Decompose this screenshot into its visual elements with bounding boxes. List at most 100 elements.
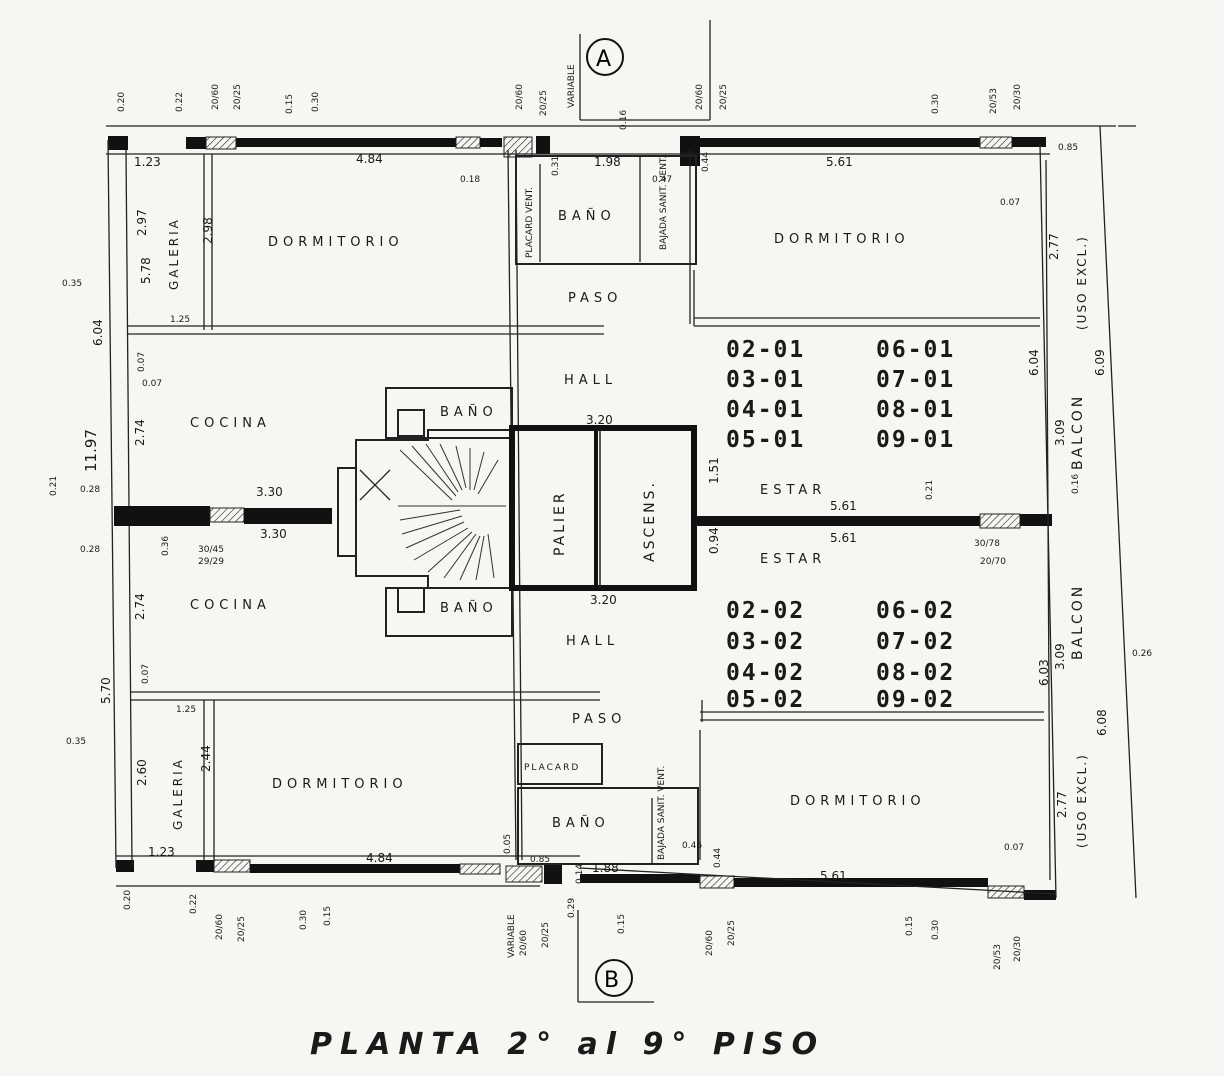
dim-label: 0.21 <box>49 476 59 496</box>
dim-label: 5.61 <box>830 499 857 513</box>
label-bajada-top: BAJADA SANIT. VENT. <box>659 156 669 250</box>
dim-label: 0.15 <box>617 914 627 934</box>
dim-label: 0.07 <box>1000 198 1020 208</box>
opening-label: 20/25 <box>539 90 549 116</box>
room-labels: DORMITORIO DORMITORIO DORMITORIO DORMITO… <box>167 64 1089 958</box>
dim-label: 0.15 <box>285 94 295 114</box>
dim-label: 1.23 <box>134 155 161 169</box>
unit-number: 06-02 <box>876 598 955 624</box>
dim-label: 0.35 <box>66 737 86 747</box>
unit-number: 07-01 <box>876 367 955 393</box>
interior-walls <box>128 149 1051 881</box>
dim-label: 0.22 <box>189 894 199 914</box>
unit-number: 05-01 <box>726 427 805 453</box>
dim-label: 6.03 <box>1037 659 1051 686</box>
label-paso-top: PASO <box>568 291 622 306</box>
dim-label: 2.44 <box>199 745 213 772</box>
label-placard-bottom: PLACARD <box>524 763 580 773</box>
outer-walls <box>106 125 1137 900</box>
dim-label: 0.20 <box>123 890 133 910</box>
label-cocina-bottom: COCINA <box>190 598 271 613</box>
dim-label: 3.30 <box>256 485 283 499</box>
dim-label: 6.08 <box>1095 709 1109 736</box>
label-variable-top: VARIABLE <box>567 64 577 108</box>
unit-number: 07-02 <box>876 629 955 655</box>
dim-label: 1.23 <box>148 845 175 859</box>
label-dormitorio-bl: DORMITORIO <box>272 777 408 792</box>
dim-label: 11.97 <box>82 429 100 472</box>
dim-label: 0.07 <box>1004 843 1024 853</box>
label-dormitorio-tl: DORMITORIO <box>268 235 404 250</box>
label-bano-bottom: BAÑO <box>552 815 610 831</box>
label-bajada-bottom: BAJADA SANIT. VENT. <box>657 766 667 860</box>
opening-label: 20/60 <box>695 84 705 110</box>
opening-label: 20/25 <box>237 916 247 942</box>
dim-label: 2.60 <box>135 759 149 786</box>
dim-label: 4.84 <box>356 152 383 166</box>
opening-label: 20/60 <box>211 84 221 110</box>
dim-label: 0.30 <box>931 920 941 940</box>
opening-label: 29/29 <box>198 557 224 567</box>
label-ascensor: ASCENS. <box>642 480 658 562</box>
dim-label: 0.30 <box>311 92 321 112</box>
plan-title: PLANTA 2° al 9° PISO <box>310 1027 825 1062</box>
dim-label: 0.18 <box>460 175 480 185</box>
label-bano-stair-top: BAÑO <box>440 404 498 420</box>
dim-label: 3.09 <box>1053 419 1067 446</box>
dim-label: 0.28 <box>80 545 100 555</box>
section-label-a: A <box>596 47 611 72</box>
dim-label: 0.29 <box>567 898 577 918</box>
dim-label: 2.74 <box>133 419 147 446</box>
dim-label: 0.30 <box>299 910 309 930</box>
unit-number: 03-02 <box>726 629 805 655</box>
dim-label: 0.85 <box>530 855 550 865</box>
label-dormitorio-tr: DORMITORIO <box>774 232 910 247</box>
dim-label: 0.16 <box>619 110 629 130</box>
unit-number: 02-01 <box>726 337 805 363</box>
unit-number: 08-02 <box>876 660 955 686</box>
opening-label: 30/45 <box>198 545 224 555</box>
dim-label: 0.35 <box>62 279 82 289</box>
dim-label: 2.77 <box>1047 233 1061 260</box>
unit-number: 02-02 <box>726 598 805 624</box>
opening-label: 20/53 <box>989 88 999 114</box>
unit-numbers-bottom: 02-02 06-02 03-02 07-02 04-02 08-02 05-0… <box>726 598 955 713</box>
dim-label: 0.07 <box>137 352 147 372</box>
dim-label: 0.07 <box>141 664 151 684</box>
dim-label: 3.20 <box>586 413 613 427</box>
label-hall-top: HALL <box>564 373 617 388</box>
dim-label: 0.16 <box>1071 474 1081 494</box>
label-uso-excl-top: (USO EXCL.) <box>1075 235 1089 330</box>
unit-number: 09-01 <box>876 427 955 453</box>
opening-label: 20/70 <box>980 557 1006 567</box>
label-galeria-bottom: GALERIA <box>171 757 185 830</box>
opening-label: 20/25 <box>233 84 243 110</box>
dim-label: 0.15 <box>905 916 915 936</box>
dim-label: 0.22 <box>175 92 185 112</box>
dim-label: 1.25 <box>170 315 190 325</box>
dim-label: 3.30 <box>260 527 287 541</box>
label-balcon-bottom: BALCON <box>1070 584 1086 660</box>
unit-number: 08-01 <box>876 397 955 423</box>
opening-label: 30/78 <box>974 539 1000 549</box>
dim-label: 0.44 <box>701 152 711 172</box>
dim-label: 0.30 <box>931 94 941 114</box>
dim-label: 0.14 <box>575 864 585 884</box>
dim-label: 2.77 <box>1055 791 1069 818</box>
dim-label: 2.97 <box>135 209 149 236</box>
dim-label: 6.04 <box>91 319 105 346</box>
label-paso-bottom: PASO <box>572 712 626 727</box>
unit-number: 09-02 <box>876 687 955 713</box>
label-uso-excl-bottom: (USO EXCL.) <box>1075 753 1089 848</box>
label-bano-top: BAÑO <box>558 208 616 224</box>
label-placard-top: PLACARD VENT. <box>525 187 535 258</box>
dim-label: 0.46 <box>682 841 702 851</box>
dim-label: 5.61 <box>820 869 847 883</box>
opening-label: 20/60 <box>215 914 225 940</box>
dim-label: 3.20 <box>590 593 617 607</box>
unit-number: 06-01 <box>876 337 955 363</box>
dim-label: 0.07 <box>142 379 162 389</box>
opening-label: 20/25 <box>727 920 737 946</box>
opening-label: 20/25 <box>719 84 729 110</box>
dim-label: 5.61 <box>830 531 857 545</box>
